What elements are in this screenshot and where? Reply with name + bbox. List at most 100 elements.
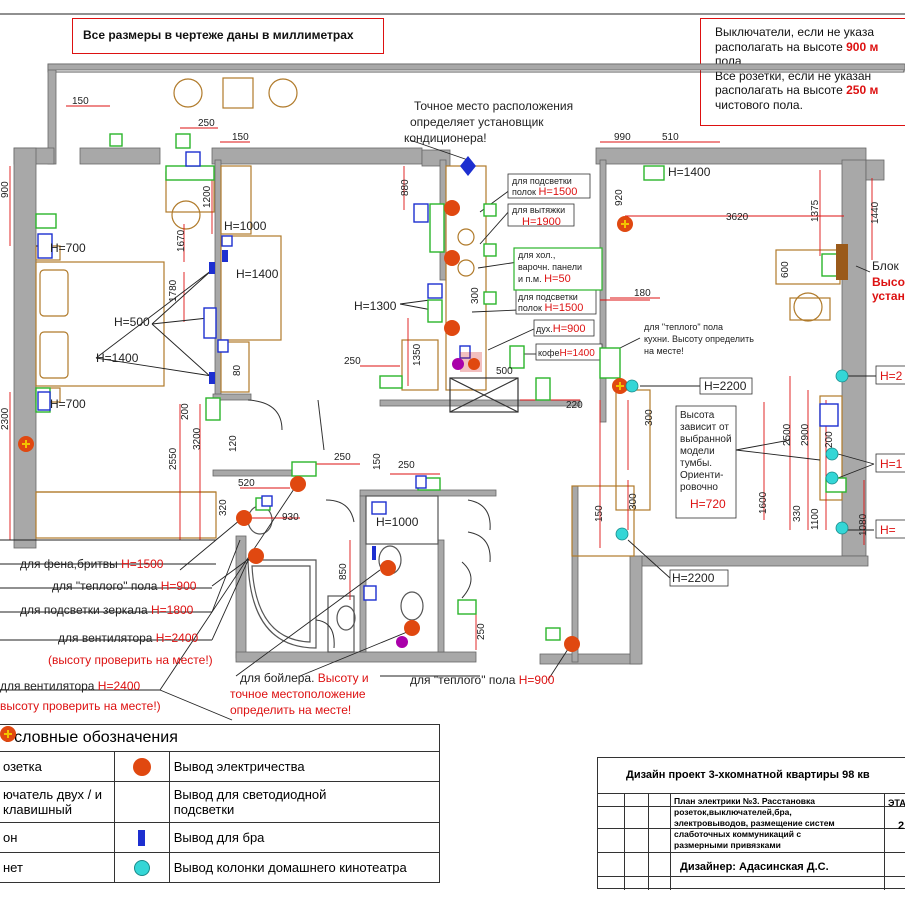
tv-note-line: выбранной <box>680 433 732 445</box>
bath-note-height: H=1500 <box>121 557 164 571</box>
tv-note-line: зависит от <box>680 422 729 433</box>
dim-label: 2500 <box>782 423 793 446</box>
height-label: H=1400 <box>236 267 279 281</box>
stage-label: ЭТА <box>888 798 905 808</box>
dim-label: 150 <box>72 96 89 107</box>
note-line: располагать на высоте <box>715 39 847 54</box>
bath-note: для подсветки зеркала H=1800 <box>20 603 194 617</box>
callout-text: на месте! <box>644 346 684 356</box>
callout-text: для "теплого" пола <box>644 322 723 332</box>
dim-label: 150 <box>232 132 249 143</box>
note-line: Выключатели, если не указа <box>715 25 874 39</box>
outlet-purple-icon <box>396 636 408 648</box>
legend: Условные обозначения озетка Вывод электр… <box>0 724 441 884</box>
tv-height: H=720 <box>690 497 726 511</box>
dim-label: 600 <box>780 261 791 278</box>
bathroom-fixtures <box>247 495 439 653</box>
bath-note: высоту проверить на месте!) <box>0 699 161 713</box>
callout-text: для хол., <box>518 250 555 260</box>
callout-text: дух. <box>536 324 553 334</box>
boiler-note: точное местоположение <box>230 687 366 701</box>
block-label: Блок <box>872 259 900 273</box>
callout-text: полок H=1500 <box>512 186 577 198</box>
dim-label: 1080 <box>858 513 869 536</box>
boiler-note-text: Высоту и <box>318 671 369 685</box>
legend-label: он <box>0 822 115 853</box>
height-label: H=1000 <box>224 219 267 233</box>
speaker-output-icon <box>133 859 150 876</box>
electric-outputs <box>236 200 580 652</box>
bath-note-text: для вентилятора <box>0 679 98 693</box>
legend-label: Вывод для бра <box>168 822 441 853</box>
sconce-outputs <box>209 250 376 560</box>
dim-label: 920 <box>614 189 625 206</box>
dim-label: 1780 <box>168 279 179 302</box>
height-label: H=2200 <box>704 379 747 393</box>
callout-height: H=1500 <box>538 186 577 198</box>
boiler-note-text: для бойлера. <box>240 671 318 685</box>
dim-label: 990 <box>614 132 631 143</box>
leader-lines <box>0 139 876 721</box>
dim-label: 1600 <box>758 491 769 514</box>
height-label: H=2200 <box>672 571 715 585</box>
dim-label: 930 <box>282 512 299 523</box>
dim-label: 2300 <box>0 407 11 430</box>
bath-note-height: H=2400 <box>98 679 141 693</box>
bathroom-notes: для фена,бритвы H=1500 для "теплого" пол… <box>0 557 555 717</box>
dimension-lines <box>9 105 873 650</box>
right-height: H= <box>880 523 896 537</box>
dim-label: 500 <box>496 366 513 377</box>
sheet-number: 2 <box>898 820 905 832</box>
dim-label: 850 <box>338 563 349 580</box>
bath-note: (высоту проверить на месте!) <box>48 653 213 667</box>
dim-label: 250 <box>334 452 351 463</box>
speaker-outputs <box>615 369 849 541</box>
dim-label: 300 <box>644 409 655 426</box>
dim-label: 510 <box>662 132 679 143</box>
dimension-labels: 150 250 150 990 510 3620 200 900 1670 12… <box>0 96 881 640</box>
legend-symbol <box>0 726 170 823</box>
kitchen-appliance-callout <box>513 247 603 291</box>
desc-line: слаботочных коммуникаций с <box>674 829 802 839</box>
callout-height: H=50 <box>544 273 571 285</box>
bath-note-text: для подсветки зеркала <box>20 603 151 617</box>
callout-text: и п.м. <box>518 274 544 284</box>
dim-label: 2900 <box>800 423 811 446</box>
floor-note-height: H=900 <box>519 673 555 687</box>
right-height: H=1 <box>880 457 903 471</box>
dim-label: 250 <box>198 118 215 129</box>
title-block: Дизайн проект 3-хкомнатной квартиры 98 к… <box>597 757 905 890</box>
dim-label: 250 <box>398 460 415 471</box>
height-label: H=700 <box>50 241 86 255</box>
dim-label: 320 <box>218 499 229 516</box>
tv-note-line: Ориенти- <box>680 470 724 481</box>
legend-table: Условные обозначения озетка Вывод электр… <box>0 724 441 883</box>
electric-output-icon <box>132 757 151 776</box>
tv-note-line: модели <box>680 446 715 457</box>
dim-label: 80 <box>232 364 243 376</box>
callout-text: полок <box>512 187 538 197</box>
led-output-icon <box>617 216 633 232</box>
bath-note: для вентилятора H=2400 <box>0 679 140 693</box>
dim-label: 220 <box>566 400 583 411</box>
callout-height: H=1400 <box>559 348 595 359</box>
callout-height: H=1500 <box>544 302 583 314</box>
callout-height: H=1900 <box>522 216 561 228</box>
legend-label: ючатель двух / и клавишный <box>0 781 115 823</box>
led-output-icon <box>612 378 628 394</box>
outlet-purple-icon <box>452 358 464 370</box>
legend-symbol <box>113 852 170 883</box>
dim-label: 3620 <box>726 212 749 223</box>
bath-note-text: для фена,бритвы <box>20 557 121 571</box>
units-note: Все размеры в чертеже даны в миллиметрах <box>72 18 384 54</box>
floor-note: для "теплого" пола H=900 <box>410 673 555 687</box>
doors <box>247 399 491 649</box>
dim-label: 3200 <box>192 427 203 450</box>
dim-label: 1440 <box>870 201 881 224</box>
block-marker <box>836 244 848 280</box>
ac-note-line: Точное место расположения <box>414 99 573 113</box>
tv-note: Высота зависит от выбранной модели тумбы… <box>680 410 732 511</box>
note-value: 900 м <box>846 39 879 54</box>
legend-label: Вывод электричества <box>168 751 441 782</box>
